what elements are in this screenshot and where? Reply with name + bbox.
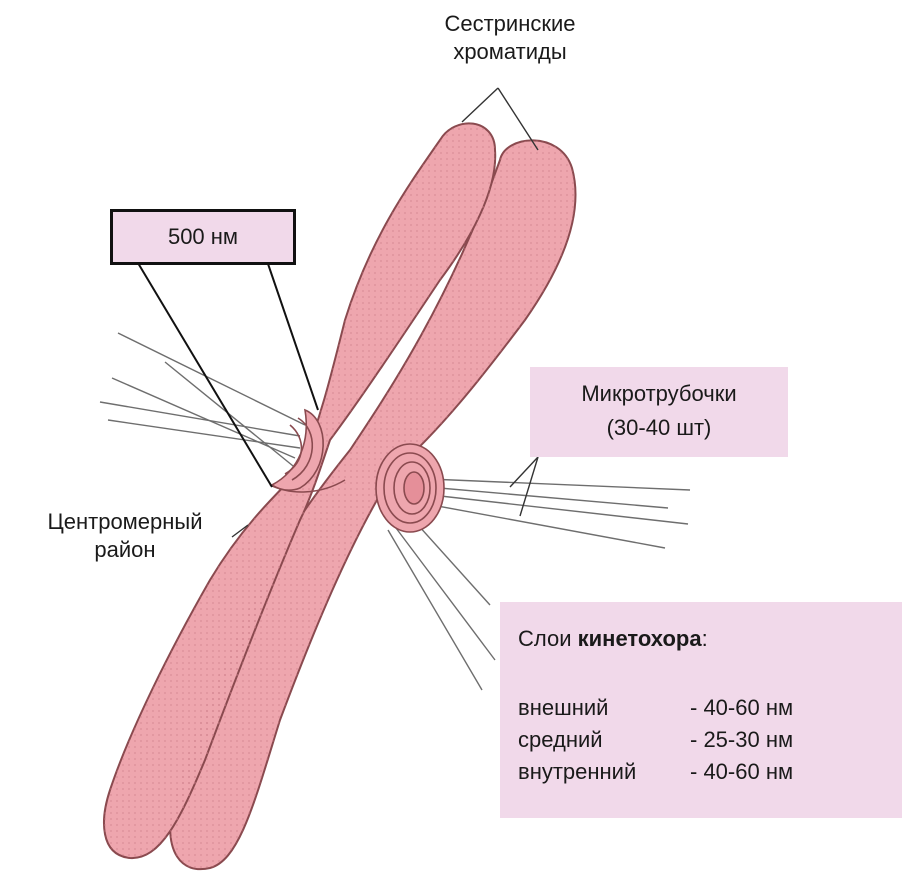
label-sister-chromatids: Сестринские хроматиды [400,10,620,66]
layer-value: - 25-30 нм [690,724,793,756]
kinetochore-layers-box: Слои кинетохора: внешний - 40-60 нм сред… [500,602,902,818]
label-microtubules-line1: Микротрубочки [530,377,788,411]
scale-label: 500 нм [168,224,238,250]
scale-leader-1 [135,258,272,487]
layer-value: - 40-60 нм [690,692,793,724]
kinetochore-right [376,444,444,532]
layer-row-outer: внешний - 40-60 нм [518,692,902,724]
kinetochore-title-bold: кинетохора [578,626,702,651]
kinetochore-title: Слои кинетохора: [518,624,902,654]
label-centromere: Центромерный район [0,508,250,564]
label-microtubules-line2: (30-40 шт) [530,411,788,445]
layer-name: средний [518,724,690,756]
scale-box: 500 нм [110,209,296,265]
sister-leader-2 [498,88,538,150]
layer-row-middle: средний - 25-30 нм [518,724,902,756]
label-sister-line1: Сестринские [400,10,620,38]
scale-leader-2 [266,258,318,410]
microtubules-left [100,333,305,470]
label-centromere-line2: район [0,536,250,564]
microtubules-box: Микротрубочки (30-40 шт) [530,367,788,457]
label-sister-line2: хроматиды [400,38,620,66]
layer-name: внешний [518,692,690,724]
sister-leader-1 [462,88,498,122]
kinetochore-title-prefix: Слои [518,626,572,651]
layer-row-inner: внутренний - 40-60 нм [518,756,902,788]
kinetochore-title-suffix: : [702,626,708,651]
layer-name: внутренний [518,756,690,788]
label-centromere-line1: Центромерный [0,508,250,536]
layer-value: - 40-60 нм [690,756,793,788]
